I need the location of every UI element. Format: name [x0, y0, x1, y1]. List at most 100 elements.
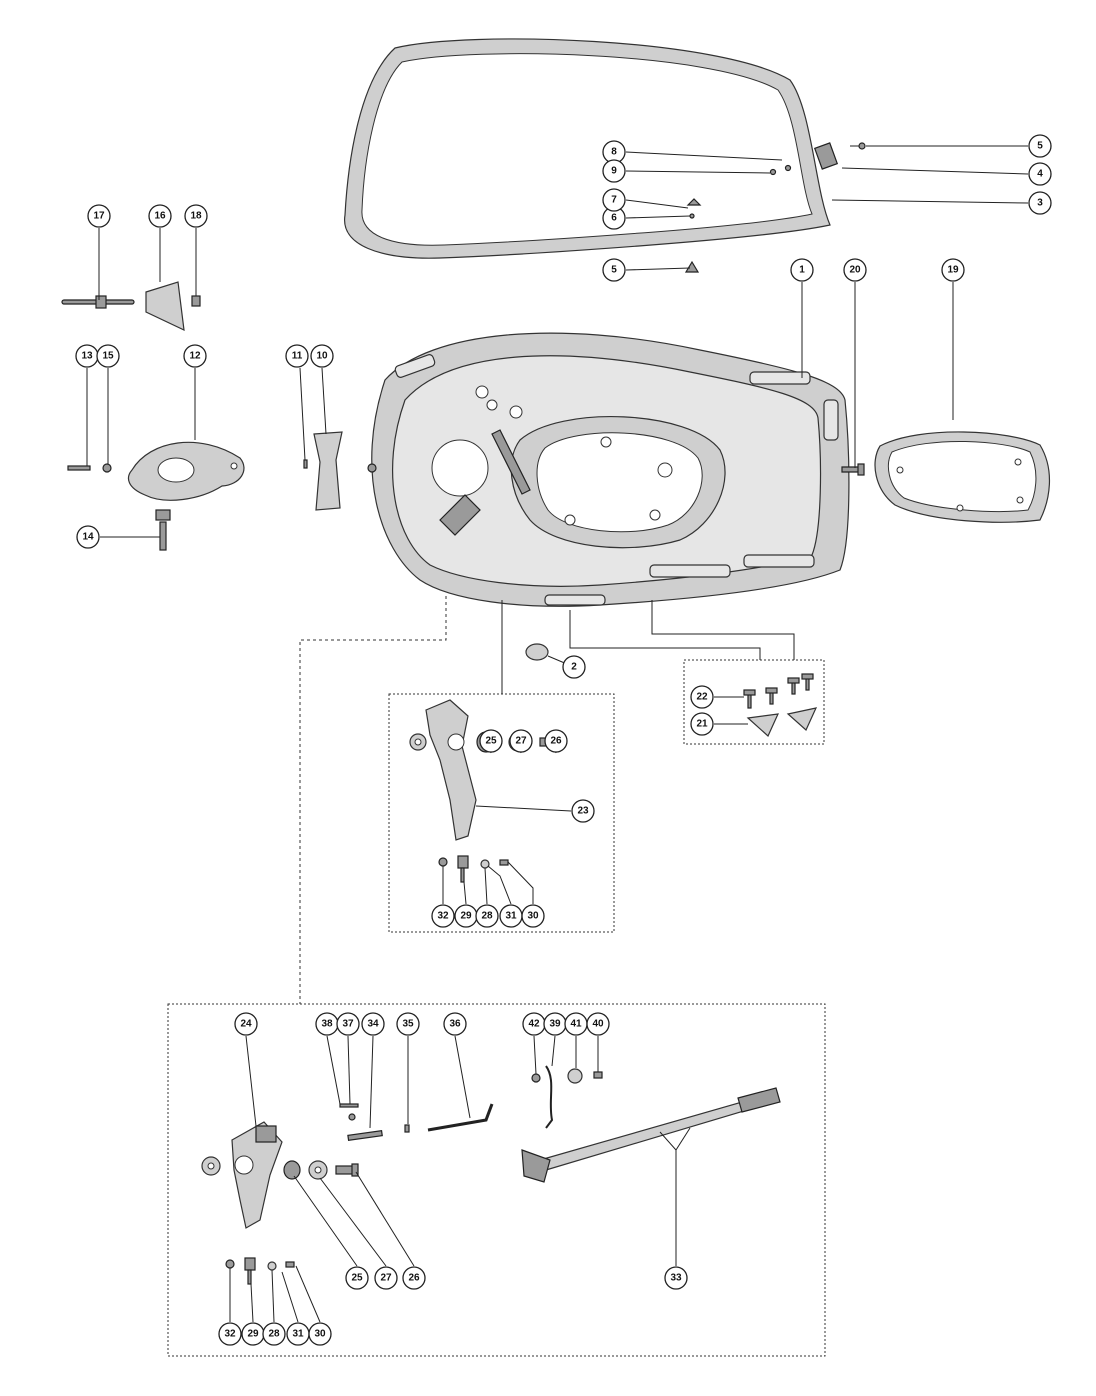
callout-circle — [475, 904, 499, 928]
callout-circle — [87, 204, 111, 228]
callout-circle — [690, 685, 714, 709]
callout-11: 11 — [285, 344, 309, 368]
callout-number: 31 — [292, 1329, 304, 1340]
clips-21 — [746, 707, 818, 737]
callout-circle — [396, 1012, 420, 1036]
callout-number: 4 — [1037, 169, 1043, 180]
callout-2: 2 — [562, 655, 586, 679]
washer-left — [409, 733, 427, 751]
callout-5: 5 — [1028, 134, 1052, 158]
callout-number: 28 — [481, 911, 493, 922]
callout-38: 38 — [315, 1012, 339, 1036]
callout-20: 20 — [843, 258, 867, 282]
callout-circle — [96, 344, 120, 368]
leader-lines — [86, 145, 1029, 1323]
callout-34: 34 — [361, 1012, 385, 1036]
callout-number: 9 — [611, 166, 617, 177]
callout-number: 6 — [611, 213, 617, 224]
callout-circle — [1028, 191, 1052, 215]
plate-10 — [313, 431, 343, 511]
seal-fasteners — [684, 142, 866, 273]
rod-36 — [427, 1103, 494, 1132]
callout-number: 29 — [460, 911, 472, 922]
small-parts-lower — [225, 1257, 295, 1285]
cowl-seal — [344, 38, 831, 259]
callout-circle — [544, 729, 568, 753]
callout-circle — [941, 258, 965, 282]
callout-28: 28 — [262, 1322, 286, 1346]
bracket-12 — [127, 441, 245, 501]
callout-40: 40 — [586, 1012, 610, 1036]
callout-number: 31 — [505, 911, 517, 922]
callout-circle — [586, 1012, 610, 1036]
callout-number: 16 — [154, 211, 166, 222]
rod-17 — [61, 295, 135, 309]
callout-circle — [1028, 134, 1052, 158]
callout-number: 38 — [321, 1019, 333, 1030]
callout-circle — [602, 258, 626, 282]
callout-number: 5 — [1037, 141, 1043, 152]
callout-33: 33 — [664, 1266, 688, 1290]
callout-circle — [345, 1266, 369, 1290]
callout-circle — [361, 1012, 385, 1036]
box-linkage-assembly — [167, 1003, 826, 1357]
callout-13: 13 — [75, 344, 99, 368]
callout-circle — [431, 904, 455, 928]
shift-handle-33 — [521, 1087, 781, 1183]
callout-30: 30 — [308, 1322, 332, 1346]
handle-16 — [145, 281, 185, 332]
callout-number: 37 — [342, 1019, 354, 1030]
callout-number: 20 — [849, 265, 861, 276]
callout-number: 24 — [240, 1019, 252, 1030]
callout-number: 35 — [402, 1019, 414, 1030]
callout-number: 2 — [571, 662, 577, 673]
callout-14: 14 — [76, 525, 100, 549]
callout-circle — [509, 729, 533, 753]
washer-15 — [102, 463, 112, 473]
callout-number: 17 — [93, 211, 105, 222]
callout-number: 8 — [611, 147, 617, 158]
callout-circle — [602, 188, 626, 212]
washer-24-left — [201, 1156, 221, 1176]
callout-number: 5 — [611, 265, 617, 276]
callout-number: 30 — [527, 911, 539, 922]
callout-39: 39 — [543, 1012, 567, 1036]
callout-42: 42 — [522, 1012, 546, 1036]
callout-5: 5 — [602, 258, 626, 282]
callout-circle — [183, 344, 207, 368]
callout-circle — [184, 204, 208, 228]
callout-circle — [843, 258, 867, 282]
callout-circle — [218, 1322, 242, 1346]
callout-circle — [148, 204, 172, 228]
callout-circle — [310, 344, 334, 368]
screw-13 — [67, 465, 91, 471]
callout-37: 37 — [336, 1012, 360, 1036]
bushing-25b — [283, 1160, 301, 1180]
box-fasteners — [683, 659, 825, 745]
gasket — [874, 431, 1050, 523]
callout-number: 3 — [1037, 198, 1043, 209]
callout-30: 30 — [521, 904, 545, 928]
callout-number: 33 — [670, 1273, 682, 1284]
callout-circle — [374, 1266, 398, 1290]
callout-number: 39 — [549, 1019, 561, 1030]
callout-7: 7 — [602, 188, 626, 212]
callout-12: 12 — [183, 344, 207, 368]
callout-circle — [602, 159, 626, 183]
callout-16: 16 — [148, 204, 172, 228]
callout-18: 18 — [184, 204, 208, 228]
callout-number: 15 — [102, 351, 114, 362]
callout-27: 27 — [374, 1266, 398, 1290]
callout-28: 28 — [475, 904, 499, 928]
callout-number: 26 — [408, 1273, 420, 1284]
callout-circle — [690, 712, 714, 736]
spring-39 — [545, 1065, 554, 1129]
callout-number: 40 — [592, 1019, 604, 1030]
callout-31: 31 — [499, 904, 523, 928]
screw-26b — [335, 1163, 359, 1177]
callout-24: 24 — [234, 1012, 258, 1036]
callout-number: 1 — [799, 265, 805, 276]
connector-to-fastener-box — [569, 610, 761, 660]
lever-24 — [231, 1121, 283, 1229]
callout-number: 23 — [577, 806, 589, 817]
